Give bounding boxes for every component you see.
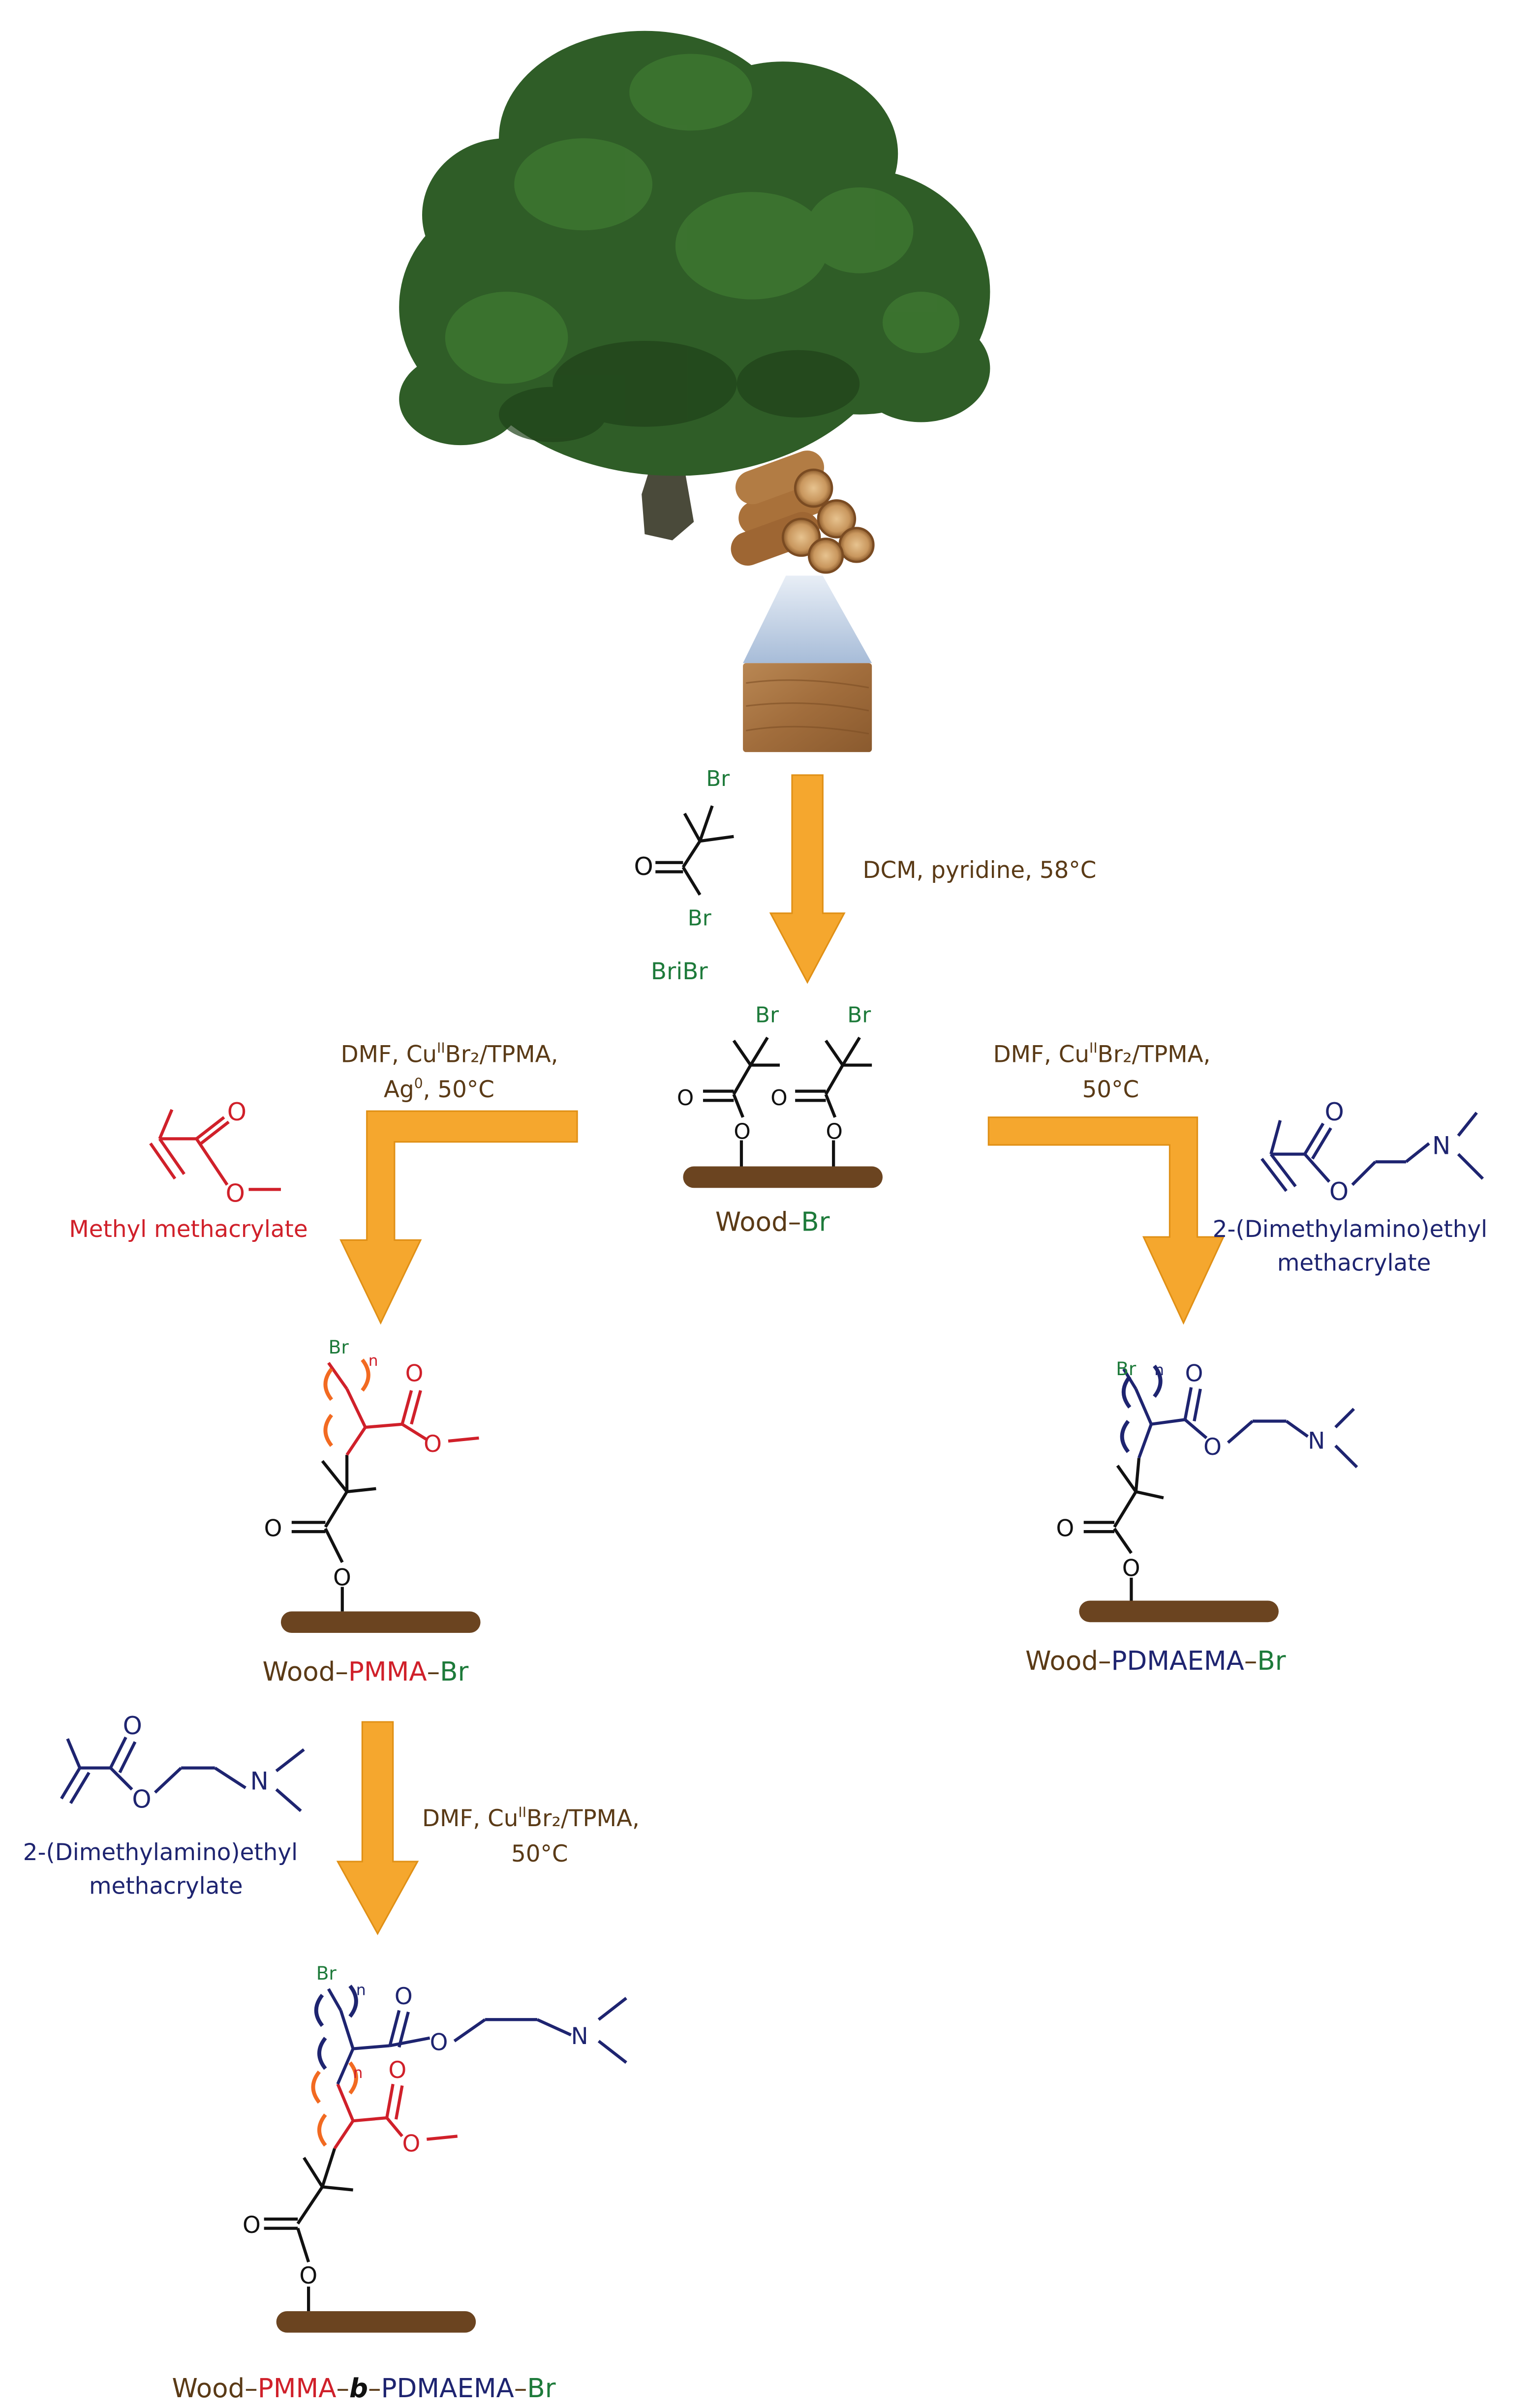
arrow-right-branch xyxy=(987,1116,1225,1325)
svg-text:O: O xyxy=(402,2131,420,2158)
mma-structure: O O Methyl methacrylate xyxy=(69,1098,307,1243)
svg-text:O: O xyxy=(1325,1098,1344,1126)
arrow-left-branch xyxy=(339,1110,578,1325)
svg-text:N: N xyxy=(571,2023,588,2050)
svg-text:O: O xyxy=(405,1360,424,1387)
svg-text:O: O xyxy=(333,1565,351,1591)
svg-text:N: N xyxy=(1308,1428,1325,1455)
magnification-beam xyxy=(743,575,872,663)
atom-br: Br xyxy=(706,766,730,791)
arrow-step1 xyxy=(769,774,846,984)
svg-text:O: O xyxy=(243,2212,261,2239)
dmaema-name-line2: methacrylate xyxy=(1277,1250,1431,1277)
svg-text:O: O xyxy=(424,1431,442,1458)
dmaema-structure-left: O O N 2-(Dimethylamino)ethyl methacrylat… xyxy=(23,1712,305,1899)
svg-text:O: O xyxy=(677,1085,694,1111)
svg-text:Br: Br xyxy=(329,1336,349,1358)
svg-text:methacrylate: methacrylate xyxy=(89,1873,243,1899)
svg-text:O: O xyxy=(123,1712,142,1740)
svg-text:O: O xyxy=(734,1119,750,1144)
svg-text:O: O xyxy=(227,1098,246,1126)
svg-text:O: O xyxy=(430,2030,448,2056)
dmaema-name-line1: 2-(Dimethylamino)ethyl xyxy=(1213,1216,1487,1243)
dmaema-structure-right: O O N 2-(Dimethylamino)ethyl methacrylat… xyxy=(1213,1098,1487,1277)
wood-pmma-br-structure: O O O O Br n Wood–PMMA–Br xyxy=(263,1336,481,1687)
atom-br: Br xyxy=(688,906,711,931)
svg-text:Br: Br xyxy=(1116,1358,1136,1380)
step-right-conditions-line2: 50°C xyxy=(1082,1077,1139,1103)
svg-text:O: O xyxy=(264,1515,282,1542)
step-bottom-conditions-line2: 50°C xyxy=(511,1841,568,1867)
tree-icon xyxy=(399,30,990,541)
wood-br-label: Wood–Br xyxy=(715,1207,830,1237)
step-left-conditions-line1: DMF, CuIIBr₂/TPMA, xyxy=(341,1040,558,1068)
wood-bar xyxy=(276,2311,476,2333)
svg-text:O: O xyxy=(1185,1360,1203,1387)
wood-block-copolymer-label: Wood–PMMA–b–PDMAEMA–Br xyxy=(172,2373,555,2404)
wood-br-structure: O O Br O O Br Wood–Br xyxy=(677,1002,883,1237)
svg-text:O: O xyxy=(299,2263,317,2289)
svg-text:2-(Dimethylamino)ethyl: 2-(Dimethylamino)ethyl xyxy=(23,1839,298,1866)
step-left-conditions-line2: Ag0, 50°C xyxy=(384,1075,494,1103)
wood-bar xyxy=(1079,1600,1279,1623)
svg-text:O: O xyxy=(1203,1434,1222,1461)
wood-bar xyxy=(683,1166,883,1188)
wood-pdmaema-br-structure: O O O O N Br n Wood–PDMAEMA–Br xyxy=(1025,1358,1358,1676)
step-bottom-conditions-line1: DMF, CuIIBr₂/TPMA, xyxy=(422,1804,640,1832)
svg-text:O: O xyxy=(770,1085,787,1111)
svg-text:Br: Br xyxy=(847,1002,871,1027)
svg-text:Br: Br xyxy=(755,1002,779,1027)
svg-text:N: N xyxy=(1432,1132,1450,1160)
step1-conditions: DCM, pyridine, 58°C xyxy=(862,857,1096,884)
svg-text:O: O xyxy=(1056,1515,1074,1542)
svg-text:Br: Br xyxy=(316,1962,337,1984)
svg-text:O: O xyxy=(1329,1177,1349,1206)
svg-text:N: N xyxy=(250,1767,269,1795)
svg-text:O: O xyxy=(388,2057,406,2084)
svg-text:O: O xyxy=(226,1179,245,1207)
initiator-structure: O Br Br BriBr xyxy=(634,766,734,985)
svg-text:O: O xyxy=(395,1984,413,2010)
log-pile-icon xyxy=(731,451,875,574)
svg-text:O: O xyxy=(826,1119,843,1144)
wood-bar xyxy=(280,1611,481,1633)
wood-block-icon xyxy=(743,663,872,752)
svg-text:O: O xyxy=(1122,1556,1140,1582)
initiator-name: BriBr xyxy=(651,959,708,985)
svg-text:O: O xyxy=(132,1785,151,1814)
svg-text:n: n xyxy=(1154,1361,1164,1379)
svg-text:n: n xyxy=(368,1352,378,1370)
wood-pmma-br-label: Wood–PMMA–Br xyxy=(263,1656,469,1687)
wood-pdmaema-br-label: Wood–PDMAEMA–Br xyxy=(1025,1646,1286,1676)
step-right-conditions-line1: DMF, CuIIBr₂/TPMA, xyxy=(993,1040,1211,1068)
svg-text:n: n xyxy=(353,2064,363,2082)
arrow-bottom-step xyxy=(336,1721,419,1935)
mma-name: Methyl methacrylate xyxy=(69,1216,307,1243)
svg-text:n: n xyxy=(356,1981,366,1999)
atom-o: O xyxy=(634,852,653,881)
wood-block-copolymer-structure: O O O O n O O N xyxy=(172,1962,627,2404)
